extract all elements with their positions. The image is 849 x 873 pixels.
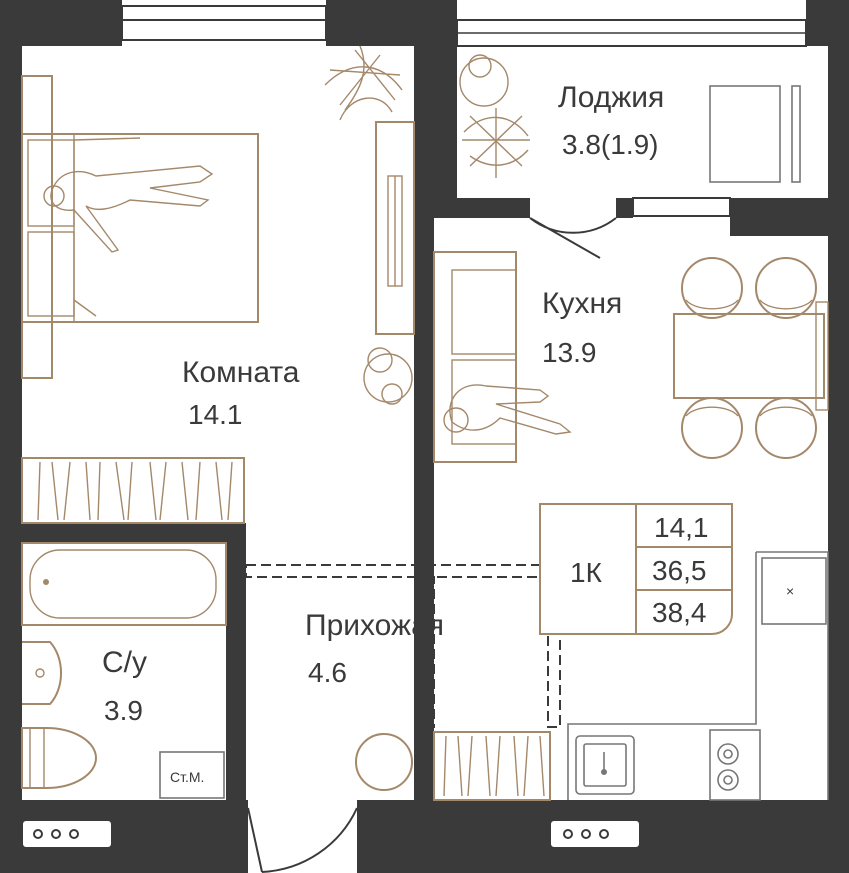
hallway-area: 4.6 [308,657,347,688]
loggia-name: Лоджия [558,81,664,114]
hallway-wardrobe [433,731,551,801]
appliance-mark: × [786,583,794,599]
plant-icon [363,347,413,405]
chair-icon [681,397,743,459]
kitchen-counter [567,551,829,800]
stove [709,729,761,801]
room-wardrobe [375,121,415,335]
hallway-name: Прихожая [305,609,444,642]
kitchen-window [632,197,731,217]
sofa [433,251,517,463]
washbasin [22,641,63,705]
kitchen-name: Кухня [542,287,622,320]
person-sleeping [50,165,214,253]
kitchen-opening [415,576,435,728]
left-cabinet [21,75,53,379]
washer-label: Ст.М. [170,769,204,785]
room-window [121,5,327,41]
total-with-loggia-value: 38,4 [652,597,707,628]
loggia-cabinet [709,85,781,183]
chair-icon [755,397,817,459]
kitchen-area: 13.9 [542,337,597,368]
kitchen-furniture [433,251,829,801]
chair-icon [681,257,743,319]
bathroom-door [229,644,243,706]
bathroom-furniture [21,542,227,799]
total-area-value: 36,5 [652,555,707,586]
chair-icon [755,257,817,319]
plant-icon [462,108,530,178]
apartment-type: 1К [570,557,603,588]
entrance-door [247,807,358,873]
loggia-furniture [459,54,801,183]
bottom-window-left [21,819,113,849]
hallway-furniture [355,731,551,801]
doors [229,217,617,873]
loggia-area: 3.8(1.9) [562,129,659,160]
plant-icon [459,57,509,107]
bed [21,133,259,323]
pouf [355,733,413,791]
bathroom-name: С/у [102,646,147,679]
toilet [21,727,97,789]
loggia-door [529,217,617,259]
bottom-window-right [549,819,641,849]
living-area-value: 14,1 [654,512,709,543]
area-summary-table [539,503,733,635]
room-wardrobe-bottom [21,457,245,524]
plant-icon [324,45,403,121]
labels: Комната 14.1 Лоджия 3.8(1.9) Кухня 13.9 … [102,81,794,785]
dining-table [673,313,825,399]
bathroom-area: 3.9 [104,695,143,726]
windows [21,5,807,849]
washing-machine [159,751,225,799]
hallway-arch [245,564,559,578]
room-name: Комната [182,356,300,389]
room-furniture [21,45,415,524]
person-sitting [449,384,572,435]
bathtub [21,542,227,626]
sink [575,735,635,795]
room-area: 14.1 [188,399,243,430]
